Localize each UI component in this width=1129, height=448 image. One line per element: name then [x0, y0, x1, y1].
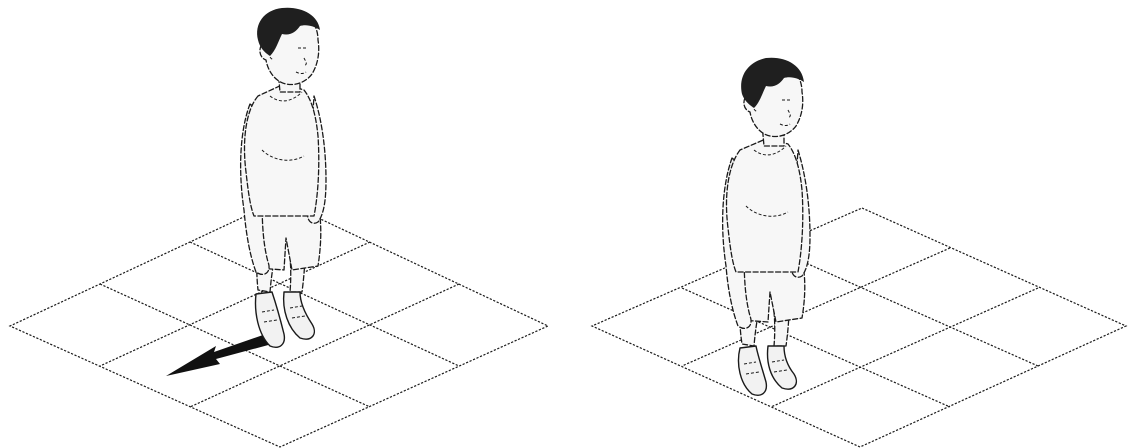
hair	[741, 57, 804, 108]
left-shoe	[254, 291, 286, 348]
collar	[269, 91, 303, 102]
right-shoe	[766, 345, 798, 390]
grid-line	[770, 287, 1039, 408]
grid-border	[590, 207, 1128, 448]
panel-left	[0, 0, 564, 448]
child-figure-left	[239, 7, 327, 348]
panel-right-drawing	[590, 57, 1128, 448]
grid-line	[189, 283, 460, 408]
shoe-laces	[743, 359, 788, 375]
panel-right	[564, 0, 1129, 448]
left-shoe	[737, 345, 768, 396]
grid-line	[681, 247, 951, 367]
arrow-icon	[166, 334, 272, 376]
floor-grid-right	[590, 207, 1128, 448]
face-features	[779, 99, 791, 126]
shirt-fold	[261, 149, 305, 161]
ear	[752, 99, 759, 113]
shirt	[725, 137, 804, 273]
shirt	[243, 83, 320, 217]
grid-line	[771, 247, 1039, 367]
direction-arrow	[166, 334, 272, 376]
right-shoe	[282, 291, 316, 340]
grid-line	[681, 287, 951, 408]
shirt-fold	[745, 205, 789, 217]
shoe-laces	[261, 305, 306, 323]
child-figure-right	[721, 57, 811, 396]
grid-line	[99, 241, 371, 367]
panel-left-drawing	[8, 7, 550, 448]
collar	[753, 145, 787, 156]
ear	[268, 47, 275, 61]
face-features	[295, 47, 307, 74]
hair	[257, 7, 320, 57]
